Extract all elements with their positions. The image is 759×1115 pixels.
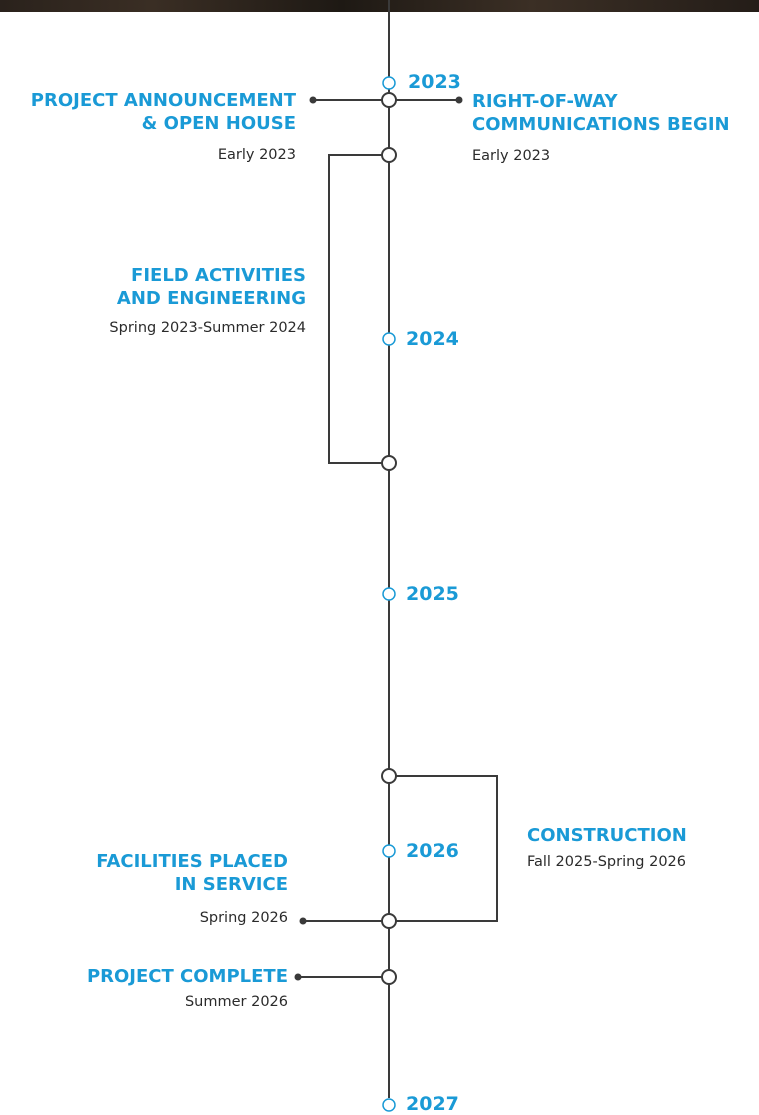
node-summer-2026 (381, 969, 397, 985)
facilities-title-line1: FACILITIES PLACED (96, 851, 288, 872)
field-activities-title: FIELD ACTIVITIES AND ENGINEERING (117, 264, 306, 310)
year-label-2027: 2027 (406, 1093, 459, 1115)
node-field-start (381, 147, 397, 163)
node-field-end (381, 455, 397, 471)
dot-facilities (299, 917, 307, 925)
construction-date: Fall 2025-Spring 2026 (527, 854, 686, 870)
bracket-construction (389, 775, 498, 922)
complete-title: PROJECT COMPLETE (86, 966, 288, 987)
right-of-way-date: Early 2023 (472, 148, 551, 164)
right-of-way-title-line1: RIGHT-OF-WAY (472, 91, 618, 112)
year-marker-2027 (382, 1098, 396, 1112)
facilities-date: Spring 2026 (199, 910, 288, 926)
right-of-way-title-line2: COMMUNICATIONS BEGIN (472, 114, 730, 135)
right-of-way-title: RIGHT-OF-WAY COMMUNICATIONS BEGIN (472, 90, 730, 136)
year-marker-2023 (382, 76, 396, 90)
field-activities-title-line2: AND ENGINEERING (116, 288, 306, 309)
announcement-title-line1: PROJECT ANNOUNCEMENT (30, 90, 296, 111)
node-spring-2026 (381, 913, 397, 929)
field-activities-title-line1: FIELD ACTIVITIES (131, 265, 306, 286)
facilities-title-line2: IN SERVICE (174, 874, 288, 895)
complete-date: Summer 2026 (184, 994, 288, 1010)
node-early-2023 (381, 92, 397, 108)
field-activities-date: Spring 2023-Summer 2024 (109, 320, 306, 336)
header-photo-band (0, 0, 759, 12)
dot-right-of-way (455, 96, 463, 104)
dot-complete (294, 973, 302, 981)
year-marker-2026 (382, 844, 396, 858)
announcement-title: PROJECT ANNOUNCEMENT & OPEN HOUSE (31, 89, 296, 135)
construction-title: CONSTRUCTION (527, 825, 687, 846)
node-construction-start (381, 768, 397, 784)
year-label-2026: 2026 (406, 840, 459, 862)
announcement-title-line2: & OPEN HOUSE (141, 113, 296, 134)
year-label-2025: 2025 (406, 583, 459, 605)
bracket-field-activities (328, 154, 389, 464)
year-label-2023: 2023 (408, 71, 461, 93)
dot-announcement (309, 96, 317, 104)
year-marker-2025 (382, 587, 396, 601)
year-label-2024: 2024 (406, 328, 459, 350)
year-marker-2024 (382, 332, 396, 346)
announcement-date: Early 2023 (217, 147, 296, 163)
facilities-title: FACILITIES PLACED IN SERVICE (96, 850, 288, 896)
